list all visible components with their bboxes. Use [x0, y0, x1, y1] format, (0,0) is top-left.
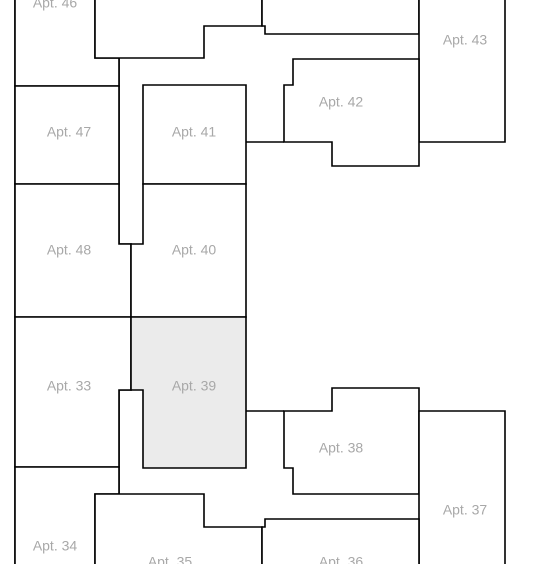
- unit-apt-36-shape[interactable]: [261, 518, 420, 564]
- label-apt-48: Apt. 48: [47, 242, 92, 258]
- label-apt-43: Apt. 43: [443, 32, 488, 48]
- label-apt-42: Apt. 42: [319, 94, 364, 110]
- unit-apt-37[interactable]: [418, 410, 506, 564]
- label-apt-46: Apt. 46: [33, 0, 78, 11]
- unit-apt-39[interactable]: [130, 316, 247, 469]
- label-apt-39: Apt. 39: [172, 378, 217, 394]
- label-apt-47: Apt. 47: [47, 124, 92, 140]
- unit-apt-45-fragment: [94, 0, 263, 59]
- unit-apt-42[interactable]: [283, 58, 420, 167]
- unit-apt-39-shape[interactable]: [130, 316, 247, 469]
- label-apt-35: Apt. 35: [148, 554, 193, 564]
- unit-apt-37-shape[interactable]: [418, 410, 506, 564]
- unit-apt-43-shape[interactable]: [418, 0, 506, 143]
- label-apt-37: Apt. 37: [443, 502, 488, 518]
- unit-apt-43[interactable]: [418, 0, 506, 143]
- unit-apt-36[interactable]: [261, 518, 420, 564]
- label-apt-40: Apt. 40: [172, 242, 217, 258]
- label-apt-34: Apt. 34: [33, 538, 78, 554]
- label-apt-36: Apt. 36: [319, 554, 364, 564]
- label-apt-38: Apt. 38: [319, 440, 364, 456]
- label-apt-41: Apt. 41: [172, 124, 217, 140]
- label-apt-33: Apt. 33: [47, 378, 92, 394]
- unit-top-corridor-block: [94, 0, 420, 59]
- unit-apt-42-shape[interactable]: [283, 58, 420, 167]
- unit-labels: Apt. 46 Apt. 43 Apt. 42 Apt. 47 Apt. 41 …: [33, 0, 488, 564]
- unit-apt-44-fragment: [261, 0, 420, 35]
